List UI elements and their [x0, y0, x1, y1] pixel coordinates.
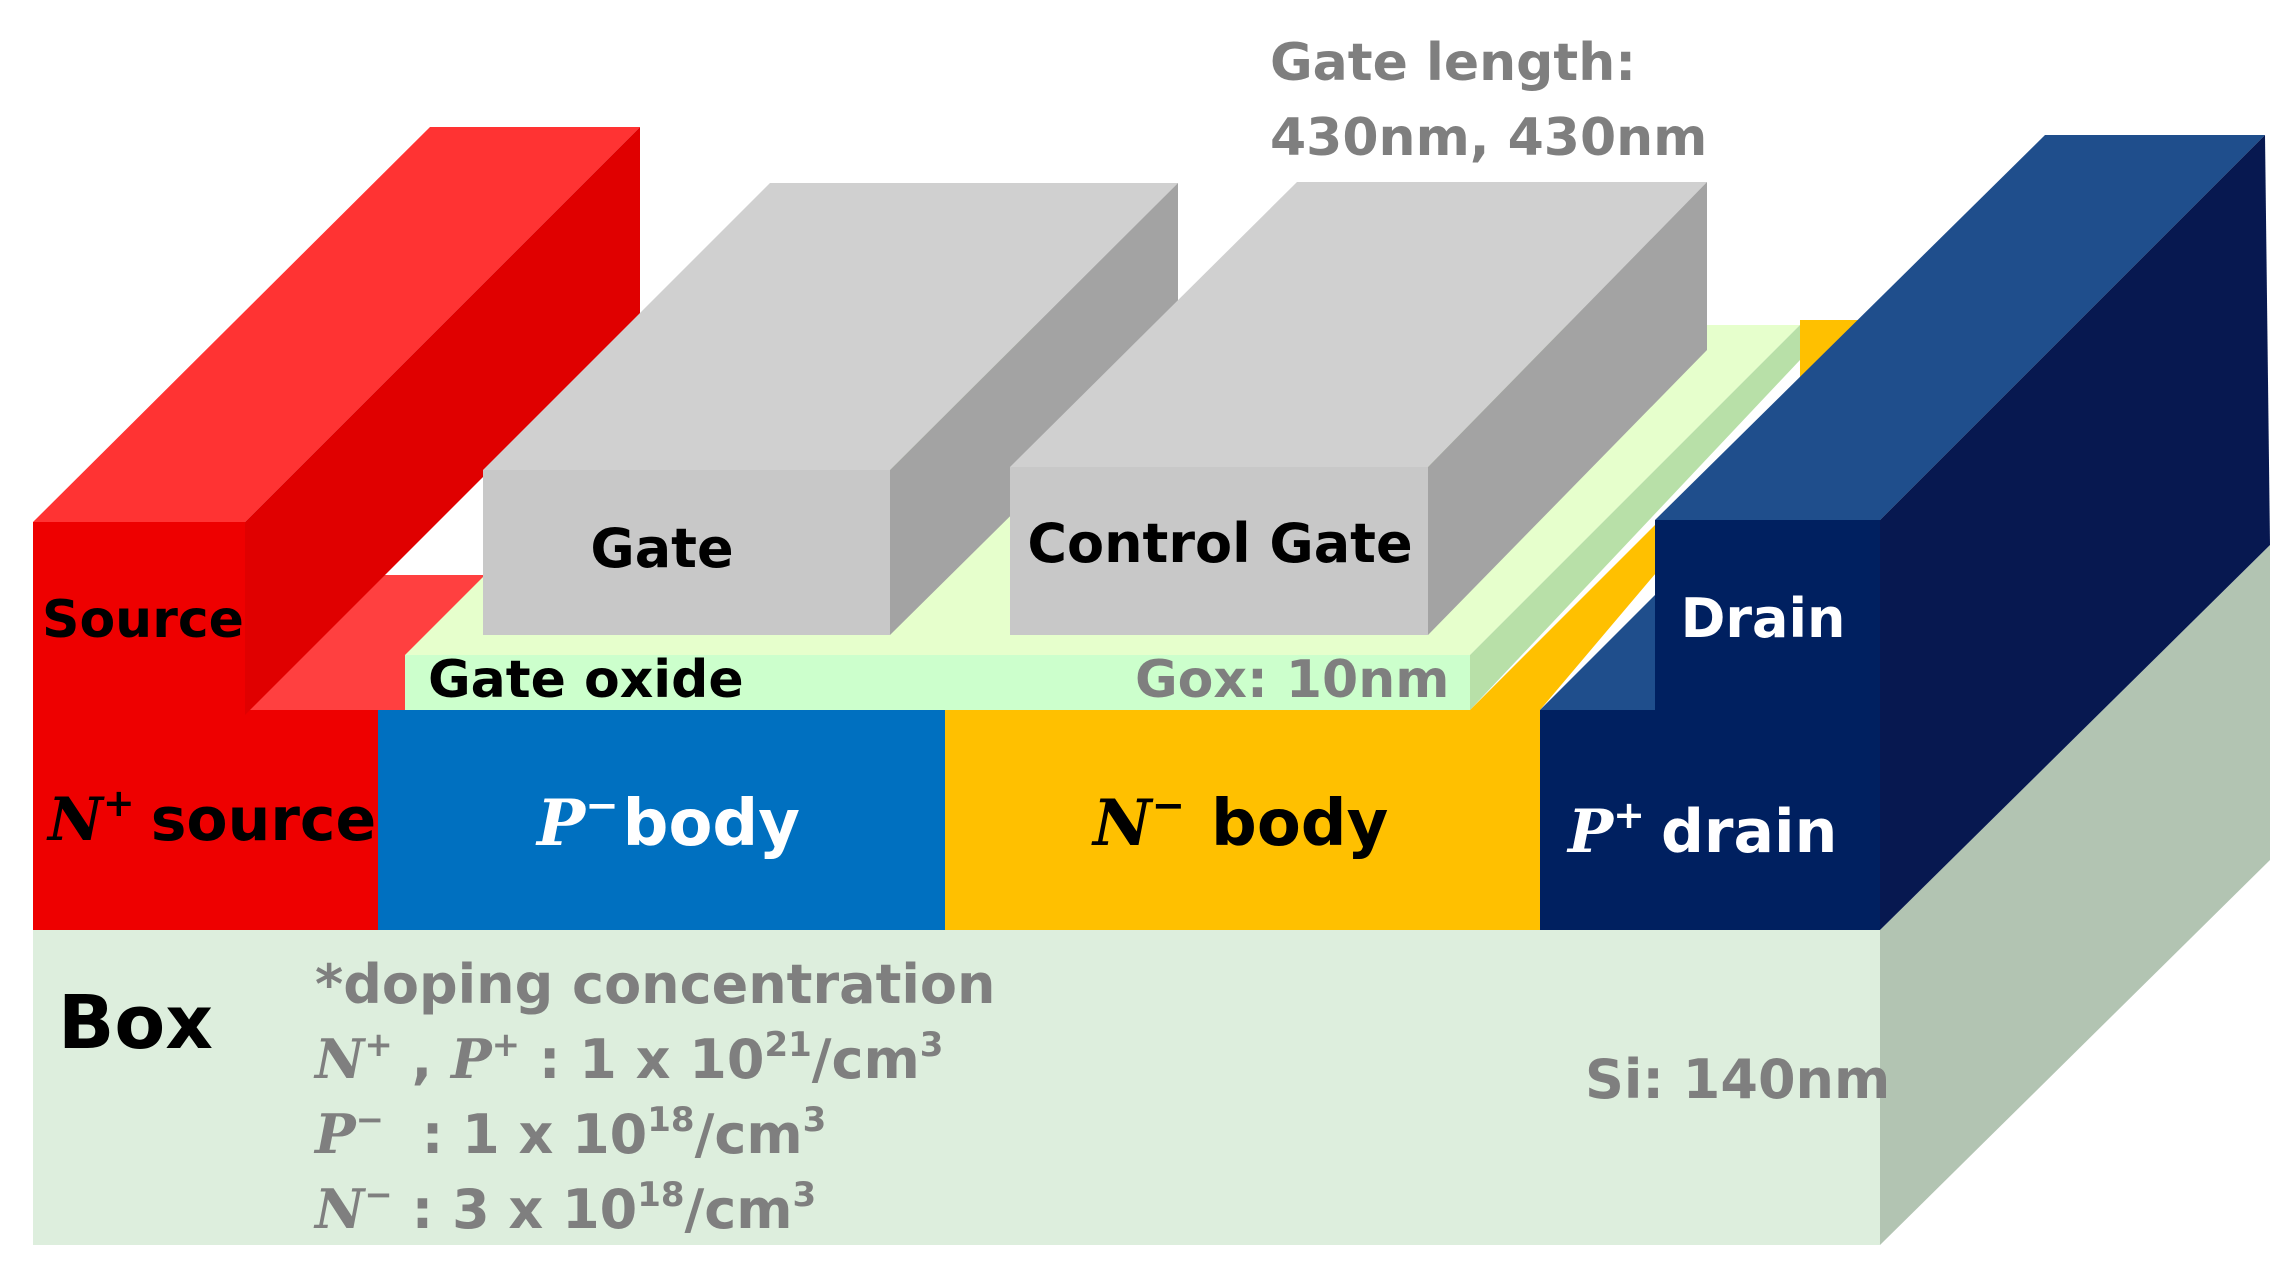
source-contact [33, 127, 640, 715]
doping-info: *doping concentration N+ , P+ : 1 x 1021… [313, 953, 995, 1241]
gate-side [890, 183, 1178, 635]
gate-oxide-front [405, 655, 1470, 710]
drain-contact-front [1655, 520, 1880, 710]
box-layer [33, 545, 2270, 1245]
drain-contact-top [1655, 135, 2265, 520]
gate-top [483, 183, 1178, 470]
gox-label: Gox: 10nm [1135, 650, 1449, 710]
source-contact-front [33, 522, 245, 710]
control-gate-electrode [1010, 182, 1707, 635]
drain-slope-face [1540, 595, 1655, 710]
source-contact-top [33, 127, 640, 522]
control-gate-front [1010, 467, 1428, 635]
control-gate-label: Control Gate [1027, 512, 1412, 575]
doping-title: *doping concentration [315, 953, 995, 1016]
drain-contact-side [1880, 135, 2270, 930]
gate-label: Gate [590, 517, 733, 580]
p-minus-body-label: P−body [535, 783, 800, 861]
drain-label: Drain [1681, 587, 1846, 650]
p-body-region [378, 710, 945, 930]
si-thickness-label: Si: 140nm [1585, 1048, 1890, 1111]
silicon-layer [33, 710, 1880, 930]
box-side-face [1880, 545, 2270, 1245]
gate-length-value: 430nm, 430nm [1270, 108, 1707, 168]
gate-front [483, 470, 890, 635]
oxide-side-face [1470, 325, 1800, 710]
doping-row: N− : 3 x 1018/cm3 [313, 1175, 816, 1241]
control-gate-side [1428, 182, 1707, 635]
doping-row: P− : 1 x 1018/cm3 [313, 1100, 826, 1166]
gate-oxide-label: Gate oxide [428, 650, 744, 710]
source-contact-side [245, 127, 640, 715]
gate-electrode [483, 183, 1178, 635]
n-source-region [33, 710, 378, 930]
n-body-region [945, 710, 1540, 930]
box-front-face [33, 930, 1880, 1245]
control-gate-top [1010, 182, 1707, 467]
n-plus-source-label: N+source [46, 781, 376, 855]
source-label: Source [42, 590, 244, 650]
labels: Gate length: 430nm, 430nm Source Gate Co… [42, 33, 1890, 1241]
n-minus-body-label: N−body [1091, 783, 1388, 861]
box-label: Box [58, 980, 213, 1066]
doping-row: N+ , P+ : 1 x 1021/cm3 [313, 1025, 943, 1091]
gate-length-title: Gate length: [1270, 33, 1636, 93]
drain-contact [1540, 135, 2270, 930]
p-drain-region [1540, 710, 1880, 930]
p-plus-drain-label: P+drain [1566, 793, 1837, 867]
